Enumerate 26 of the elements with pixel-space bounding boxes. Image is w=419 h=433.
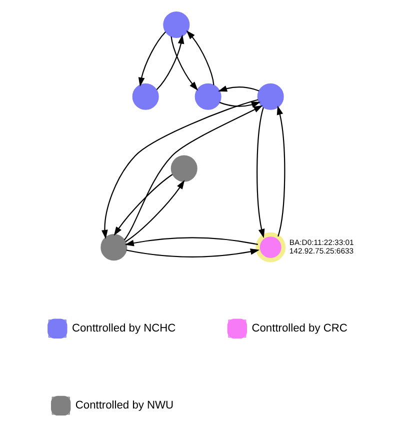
arrow <box>124 237 258 246</box>
arrow <box>186 30 214 86</box>
node-circle <box>162 11 190 38</box>
legend-label: Conttrolled by CRC <box>251 322 347 335</box>
arrow <box>256 107 264 238</box>
arrow <box>101 99 258 239</box>
arrow <box>276 106 285 237</box>
node-circle <box>256 83 284 110</box>
arrow <box>170 36 198 91</box>
legend-label: Conttrolled by NWU <box>74 400 174 412</box>
arrow <box>218 102 260 108</box>
arrow <box>217 86 259 92</box>
node-label: 142.92.75.25:6633 <box>288 246 354 256</box>
node-circle <box>170 155 197 182</box>
node-label: BA:D0:11:22:33:01 <box>288 238 354 247</box>
node-circle <box>255 232 286 262</box>
arrow <box>138 31 166 87</box>
arrow <box>124 180 184 242</box>
arrow <box>123 105 262 240</box>
node-circle <box>194 83 221 110</box>
arrow <box>156 34 184 90</box>
arrow <box>113 174 172 236</box>
legend-label: Conttrolled by NCHC <box>71 322 176 335</box>
node-circle <box>100 234 127 261</box>
node-circle <box>132 83 158 110</box>
arrow <box>126 248 260 258</box>
